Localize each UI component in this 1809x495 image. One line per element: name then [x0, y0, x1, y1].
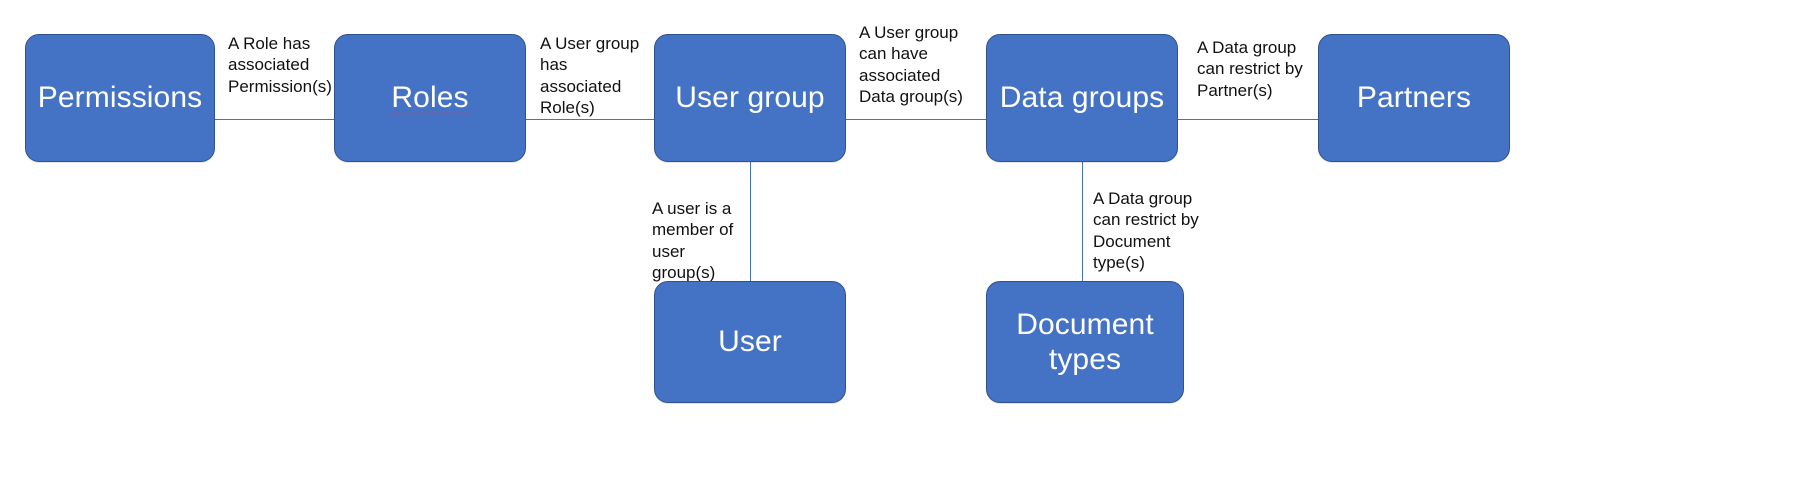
- edge-user-group-data-groups: [846, 119, 986, 120]
- node-user-group[interactable]: User group: [654, 34, 846, 162]
- node-document-types[interactable]: Document types: [986, 281, 1184, 403]
- edge-label-user-group-user: A user is a member of user group(s): [652, 199, 734, 283]
- edge-label-data-groups-partners: A Data group can restrict by Partner(s): [1197, 38, 1303, 100]
- node-partners[interactable]: Partners: [1318, 34, 1510, 162]
- edge-user-group-user: [750, 162, 751, 281]
- edge-label-user-group-data-groups: A User group can have associated Data gr…: [859, 23, 963, 107]
- node-document-types-label: Document types: [1016, 307, 1154, 376]
- node-permissions-label: Permissions: [37, 81, 203, 115]
- node-roles[interactable]: Roles: [334, 34, 526, 162]
- edge-roles-user-group: [526, 119, 654, 120]
- node-user-group-label: User group: [675, 81, 825, 115]
- node-partners-label: Partners: [1356, 81, 1472, 115]
- node-permissions[interactable]: Permissions: [25, 34, 215, 162]
- edge-data-groups-partners: [1178, 119, 1318, 120]
- edge-permissions-roles: [215, 119, 334, 120]
- node-data-groups-label: Data groups: [999, 81, 1165, 115]
- edge-label-permissions-roles: A Role has associated Permission(s): [228, 34, 332, 96]
- edge-data-groups-document-types: [1082, 162, 1083, 281]
- edge-label-roles-user-group: A User group has associated Role(s): [540, 34, 640, 118]
- node-user[interactable]: User: [654, 281, 846, 403]
- node-user-label: User: [718, 325, 782, 359]
- node-data-groups[interactable]: Data groups: [986, 34, 1178, 162]
- node-roles-label: Roles: [391, 79, 469, 117]
- edge-label-data-groups-document-types: A Data group can restrict by Document ty…: [1093, 189, 1199, 273]
